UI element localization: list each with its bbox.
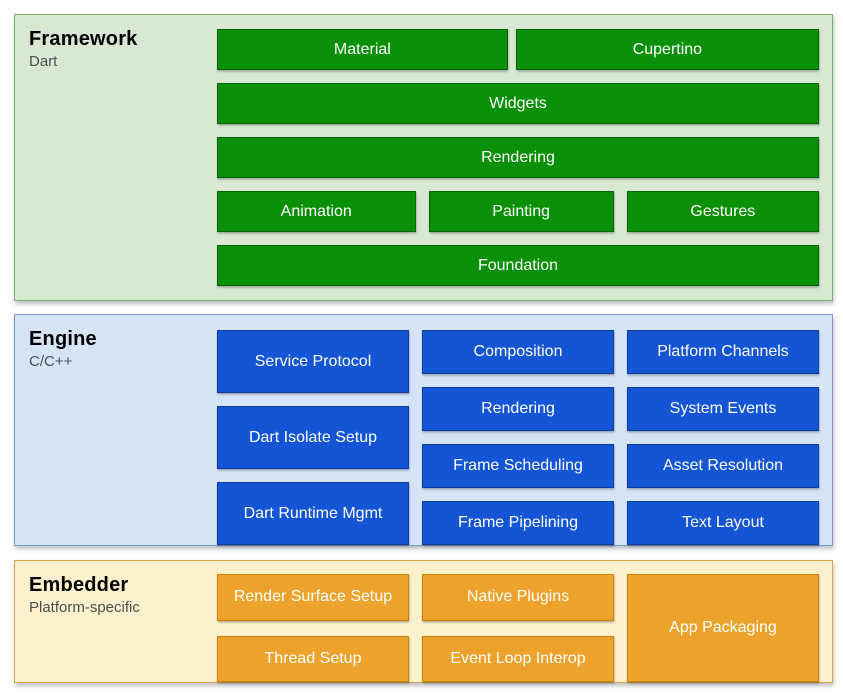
engine-col-3: Platform Channels System Events Asset Re… <box>627 330 819 545</box>
box-native-plugins: Native Plugins <box>422 574 614 621</box>
box-dart-isolate-setup: Dart Isolate Setup <box>217 406 409 469</box>
engine-col-2: Composition Rendering Frame Scheduling F… <box>422 330 614 545</box>
embedder-title: Embedder <box>29 574 129 596</box>
framework-row-1: Material Cupertino <box>217 29 819 70</box>
box-system-events: System Events <box>627 387 819 431</box>
box-service-protocol: Service Protocol <box>217 330 409 393</box>
framework-subtitle: Dart <box>29 53 58 70</box>
box-painting: Painting <box>428 191 614 232</box>
framework-title: Framework <box>29 28 138 50</box>
box-cupertino: Cupertino <box>515 29 819 70</box>
box-event-loop-interop: Event Loop Interop <box>422 635 614 682</box>
engine-subtitle: C/C++ <box>29 353 73 370</box>
box-foundation: Foundation <box>217 245 819 286</box>
engine-title: Engine <box>29 328 97 350</box>
box-thread-setup: Thread Setup <box>217 635 409 682</box>
layer-framework: Framework Dart Material Cupertino Widget… <box>14 14 833 301</box>
embedder-col-3: App Packaging <box>627 574 819 682</box>
layer-embedder: Embedder Platform-specific Render Surfac… <box>14 560 833 683</box>
embedder-boxes: Render Surface Setup Thread Setup Native… <box>217 561 819 682</box>
box-render-surface-setup: Render Surface Setup <box>217 574 409 621</box>
box-widgets: Widgets <box>217 83 819 124</box>
embedder-label: Embedder Platform-specific <box>29 574 140 616</box>
layer-engine: Engine C/C++ Service Protocol Dart Isola… <box>14 314 833 546</box>
framework-row-4: Animation Painting Gestures <box>217 191 819 232</box>
framework-row-2: Widgets <box>217 83 819 124</box>
engine-label: Engine C/C++ <box>29 328 97 370</box>
box-rendering-framework: Rendering <box>217 137 819 178</box>
engine-boxes: Service Protocol Dart Isolate Setup Dart… <box>217 315 819 545</box>
box-asset-resolution: Asset Resolution <box>627 444 819 488</box>
box-dart-runtime-mgmt: Dart Runtime Mgmt <box>217 482 409 545</box>
box-gestures: Gestures <box>626 191 819 232</box>
embedder-col-2: Native Plugins Event Loop Interop <box>422 574 614 682</box>
box-material: Material <box>217 29 508 70</box>
framework-label: Framework Dart <box>29 28 138 70</box>
box-rendering-engine: Rendering <box>422 387 614 431</box>
engine-col-1: Service Protocol Dart Isolate Setup Dart… <box>217 330 409 545</box>
box-platform-channels: Platform Channels <box>627 330 819 374</box>
box-animation: Animation <box>217 191 416 232</box>
framework-row-3: Rendering <box>217 137 819 178</box>
framework-row-5: Foundation <box>217 245 819 286</box>
box-frame-pipelining: Frame Pipelining <box>422 501 614 545</box>
box-text-layout: Text Layout <box>627 501 819 545</box>
embedder-subtitle: Platform-specific <box>29 599 140 616</box>
embedder-col-1: Render Surface Setup Thread Setup <box>217 574 409 682</box>
box-app-packaging: App Packaging <box>627 574 819 682</box>
framework-boxes: Material Cupertino Widgets Rendering Ani… <box>217 15 819 300</box>
box-frame-scheduling: Frame Scheduling <box>422 444 614 488</box>
box-composition: Composition <box>422 330 614 374</box>
